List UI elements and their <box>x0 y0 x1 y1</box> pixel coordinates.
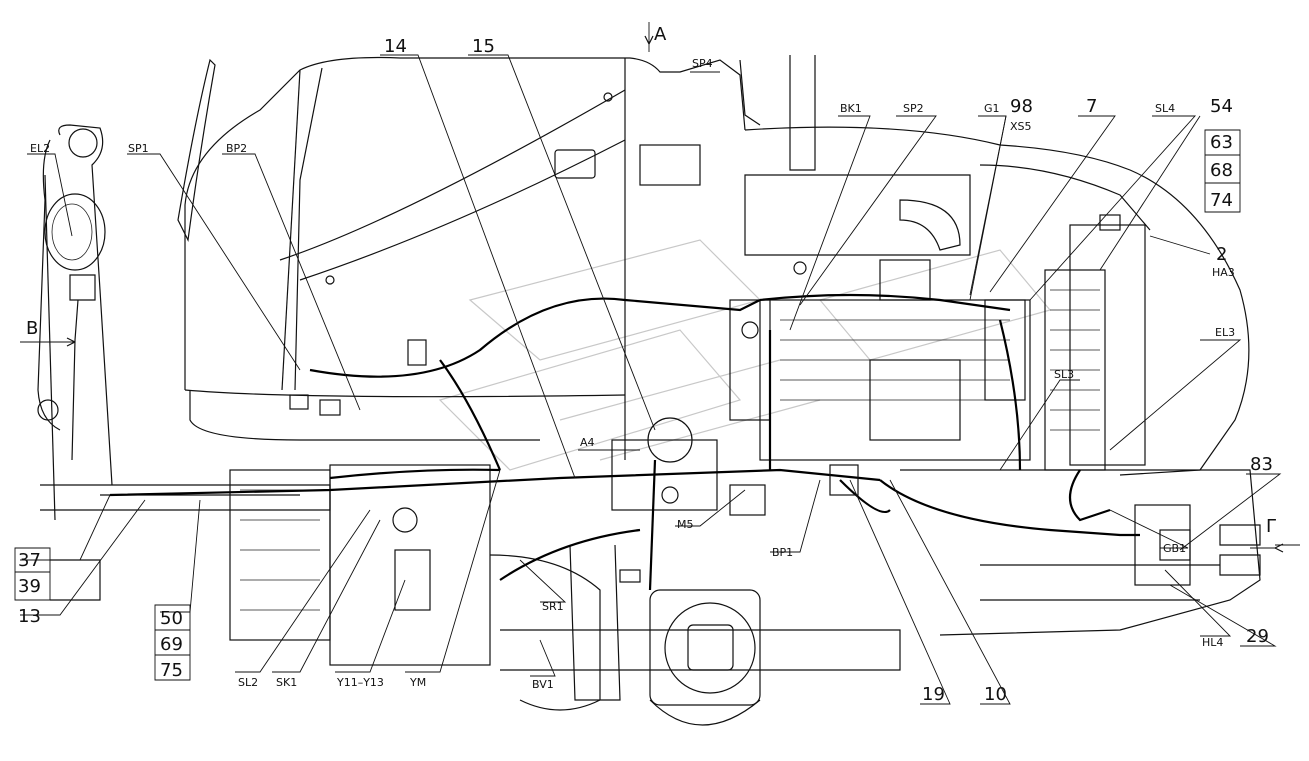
callout-view-a: A <box>654 24 667 45</box>
callout-ha3: HA3 <box>1212 266 1235 279</box>
callout-54: 54 <box>1210 96 1233 117</box>
callout-2: 2 <box>1216 244 1227 265</box>
callout-view-g: Г <box>1266 516 1277 537</box>
callout-a4: A4 <box>580 436 595 449</box>
callout-sl4: SL4 <box>1155 102 1175 115</box>
callout-el3: EL3 <box>1215 326 1235 339</box>
loader-frame <box>37 124 331 601</box>
headlamp-el2 <box>44 193 106 461</box>
callout-y11-y13: Y11–Y13 <box>336 676 384 689</box>
callout-bv1: BV1 <box>532 678 554 691</box>
callout-13: 13 <box>18 606 41 627</box>
callout-xs5: XS5 <box>1010 120 1032 133</box>
callout-ym: YM <box>409 676 426 689</box>
callout-sp2: SP2 <box>903 102 924 115</box>
callout-bp1: BP1 <box>772 546 793 559</box>
sensors <box>289 339 1191 583</box>
callout-98: 98 <box>1010 96 1033 117</box>
callout-69: 69 <box>160 634 183 655</box>
callout-el2: EL2 <box>30 142 50 155</box>
callout-m5: M5 <box>677 518 694 531</box>
callout-10: 10 <box>984 684 1007 705</box>
front-frame <box>900 469 1261 636</box>
callout-15: 15 <box>472 36 495 57</box>
callout-hl4: HL4 <box>1202 636 1223 649</box>
engine-hood <box>744 55 1250 476</box>
callout-bk1: BK1 <box>840 102 862 115</box>
callout-sp4: SP4 <box>692 57 713 70</box>
callout-14: 14 <box>384 36 407 57</box>
callout-7: 7 <box>1086 96 1097 117</box>
cab <box>184 56 807 460</box>
callout-labels: 14 15 A SP4 BK1 SP2 G1 98 XS5 7 SL4 54 6… <box>18 24 1277 705</box>
leader-lines <box>14 22 1300 705</box>
callout-sl2: SL2 <box>238 676 258 689</box>
cab-mirror <box>177 58 216 243</box>
callout-bp2: BP2 <box>226 142 247 155</box>
engine-block <box>729 259 1031 461</box>
callout-29: 29 <box>1246 626 1269 647</box>
callout-74: 74 <box>1210 190 1233 211</box>
radiator <box>1044 214 1146 471</box>
callout-37: 37 <box>18 550 41 571</box>
callout-g1: G1 <box>984 102 1000 115</box>
watermark <box>438 239 1052 471</box>
callout-63: 63 <box>1210 132 1233 153</box>
callout-sk1: SK1 <box>276 676 297 689</box>
callout-83: 83 <box>1250 454 1273 475</box>
view-arrows <box>66 35 1284 553</box>
callout-sl3: SL3 <box>1054 368 1074 381</box>
callout-39: 39 <box>18 576 41 597</box>
callout-68: 68 <box>1210 160 1233 181</box>
hydraulic-block <box>229 417 718 666</box>
callout-sr1: SR1 <box>542 600 564 613</box>
callout-sp1: SP1 <box>128 142 149 155</box>
axle-assembly <box>489 544 901 726</box>
callout-19: 19 <box>922 684 945 705</box>
callout-view-b: B <box>26 318 38 339</box>
callout-75: 75 <box>160 660 183 681</box>
callout-gb1: GB1 <box>1163 542 1186 555</box>
callout-50: 50 <box>160 608 183 629</box>
